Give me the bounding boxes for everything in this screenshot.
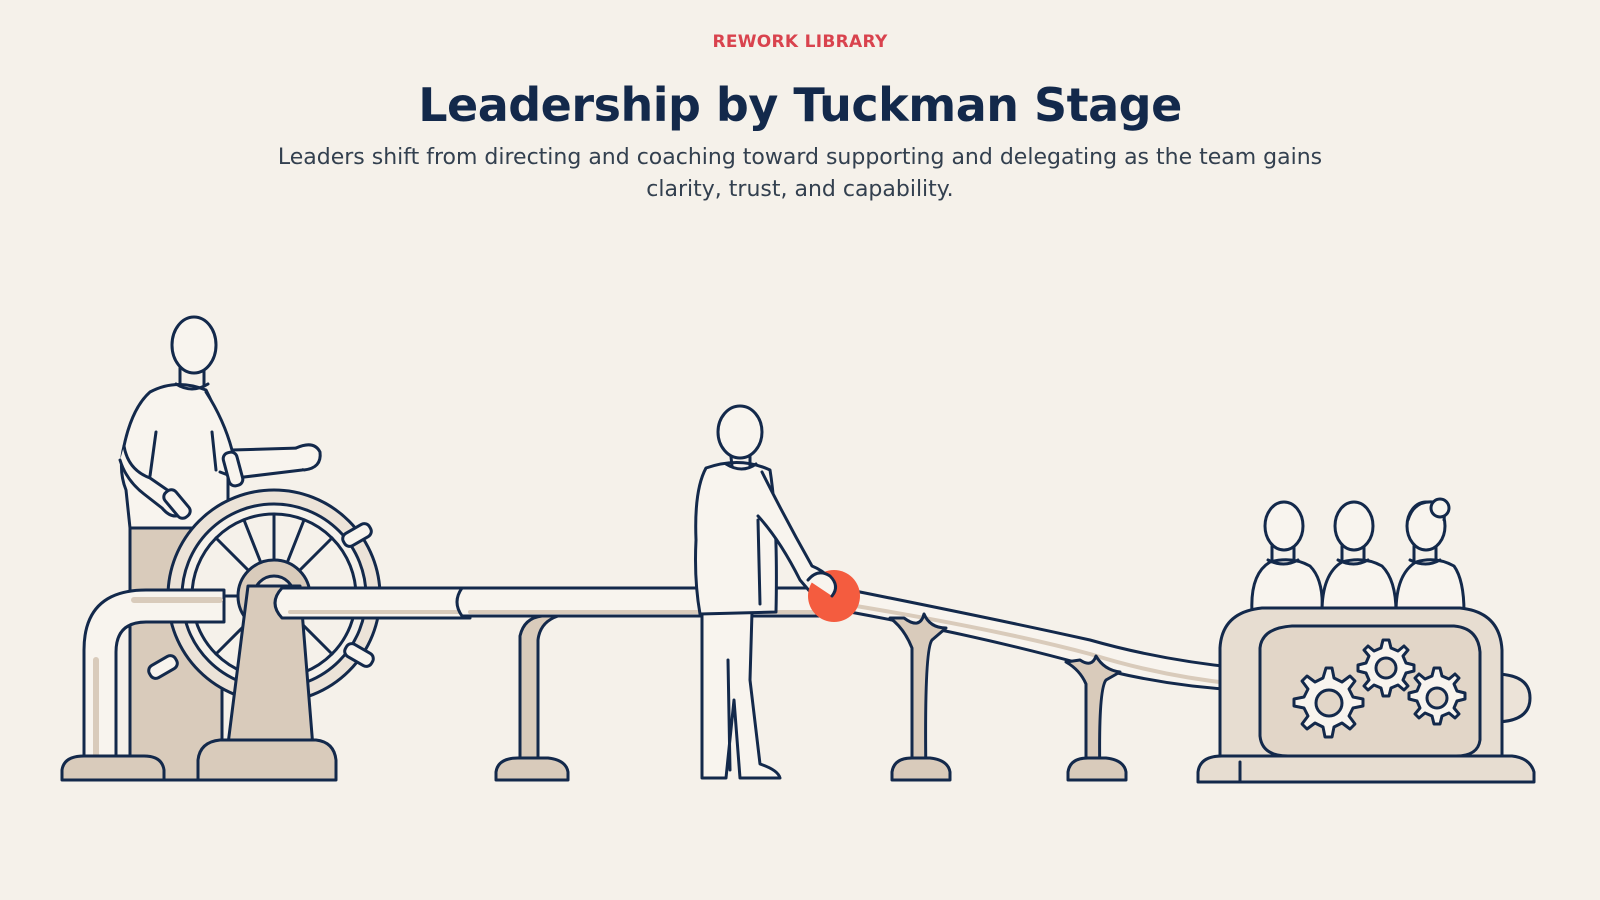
page-subtitle: Leaders shift from directing and coachin… (277, 145, 1323, 202)
team-members-icon (1250, 497, 1466, 614)
shaft-pipe-icon (273, 586, 1242, 692)
shaft-support-1 (494, 614, 570, 782)
gear-machine-icon (1196, 606, 1536, 784)
coach-figure-icon (694, 404, 835, 780)
page-title: Leadership by Tuckman Stage (418, 78, 1182, 132)
intake-pipe-icon (60, 588, 226, 782)
shaft-support-3 (1064, 654, 1128, 782)
eyebrow-label: REWORK LIBRARY (712, 32, 888, 52)
wheel-pedestal-icon (196, 584, 338, 782)
shaft-support-2 (888, 612, 952, 782)
handoff-point-icon (806, 570, 860, 622)
